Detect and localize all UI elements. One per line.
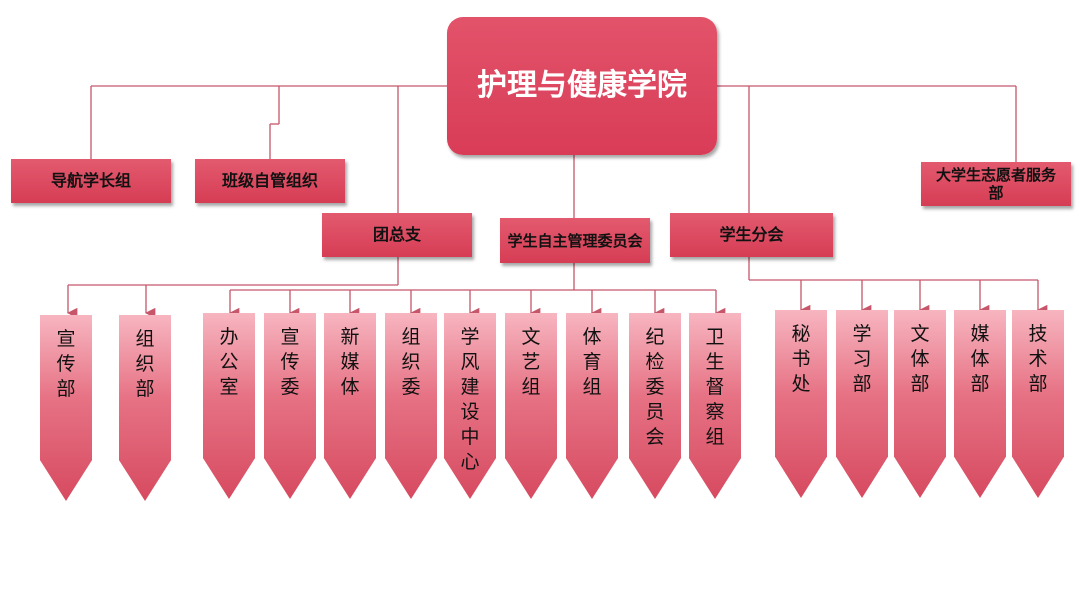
department-label: 媒体部	[970, 323, 990, 395]
root-label: 护理与健康学院	[477, 68, 687, 103]
node-daohang-label: 导航学长组	[50, 171, 131, 191]
department-label: 新媒体	[340, 326, 360, 398]
node-tuan-label: 团总支	[372, 225, 421, 245]
department-label: 技术部	[1028, 323, 1048, 395]
department-node: 学习部	[836, 310, 888, 498]
department-node: 体育组	[566, 313, 618, 499]
node-daohang: 导航学长组	[11, 159, 171, 203]
department-node: 文艺组	[505, 313, 557, 499]
department-node: 组织委	[385, 313, 437, 499]
department-label: 学习部	[852, 323, 872, 395]
department-node: 学风建设中心	[444, 313, 496, 499]
node-banji-label: 班级自管组织	[221, 171, 318, 191]
department-node: 组织部	[119, 315, 171, 501]
root-node: 护理与健康学院	[447, 17, 717, 155]
department-label: 宣传委	[280, 326, 300, 398]
node-tuan: 团总支	[322, 213, 472, 257]
department-node: 技术部	[1012, 310, 1064, 498]
department-label: 卫生督察组	[705, 326, 725, 448]
department-node: 纪检委员会	[629, 313, 681, 499]
department-label: 学风建设中心	[460, 326, 480, 473]
department-node: 宣传委	[264, 313, 316, 499]
department-label: 秘书处	[791, 323, 811, 395]
department-node: 宣传部	[40, 315, 92, 501]
node-zizhu-label: 学生自主管理委员会	[507, 231, 643, 250]
department-label: 办公室	[219, 326, 239, 398]
node-banji: 班级自管组织	[195, 159, 345, 203]
node-zhiyuan-label: 大学生志愿者服务部	[935, 166, 1056, 202]
department-node: 新媒体	[324, 313, 376, 499]
node-fenhui: 学生分会	[670, 213, 833, 257]
node-fenhui-label: 学生分会	[719, 225, 784, 245]
department-label: 文艺组	[521, 326, 541, 398]
department-node: 文体部	[894, 310, 946, 498]
node-zhiyuan: 大学生志愿者服务部	[921, 162, 1071, 206]
node-zizhu: 学生自主管理委员会	[500, 218, 650, 263]
department-label: 体育组	[582, 326, 602, 398]
department-label: 组织委	[401, 326, 421, 398]
department-node: 秘书处	[775, 310, 827, 498]
department-node: 媒体部	[954, 310, 1006, 498]
department-node: 办公室	[203, 313, 255, 499]
department-node: 卫生督察组	[689, 313, 741, 499]
department-label: 组织部	[135, 328, 155, 400]
department-label: 纪检委员会	[645, 326, 665, 448]
department-label: 宣传部	[56, 328, 76, 400]
department-label: 文体部	[910, 323, 930, 395]
